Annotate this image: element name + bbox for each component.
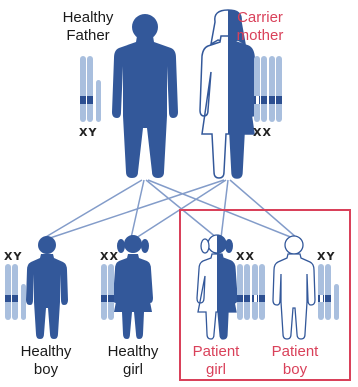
child2-label: Healthy girl <box>101 343 165 379</box>
child3-label: Patient girl <box>184 343 248 379</box>
child1-label-line2: boy <box>14 361 78 379</box>
child2-label-line1: Healthy <box>101 343 165 361</box>
father-chromosome-label: XY <box>79 126 97 139</box>
healthy-girl-figure <box>113 235 153 339</box>
father-label-line1: Healthy <box>50 9 126 27</box>
mother-label-line1: Carrier <box>222 9 298 27</box>
child4-chromosome-label: XY <box>317 250 335 263</box>
mother-label: Carrier mother <box>222 9 298 45</box>
child4-label-line2: boy <box>263 361 327 379</box>
child1-chromosome-label: XY <box>4 250 22 263</box>
child3-label-line2: girl <box>184 361 248 379</box>
child2-chromosome-label: XX <box>100 250 119 263</box>
patient-girl-chromosomes <box>237 264 265 320</box>
mother-label-line2: mother <box>222 27 298 45</box>
child3-chromosome-label: XX <box>236 250 255 263</box>
mother-chromosome-label: XX <box>253 126 272 139</box>
mother-chromosomes <box>254 56 282 122</box>
healthy-girl-chromosomes <box>101 264 114 320</box>
child1-label: Healthy boy <box>14 343 78 379</box>
patient-boy-chromosomes <box>318 264 339 320</box>
child1-label-line1: Healthy <box>14 343 78 361</box>
patient-girl-figure <box>197 235 237 339</box>
healthy-boy-chromosomes <box>5 264 26 320</box>
father-label-line2: Father <box>50 27 126 45</box>
father-label: Healthy Father <box>50 9 126 45</box>
child4-label: Patient boy <box>263 343 327 379</box>
patient-boy-figure <box>273 236 315 339</box>
child2-label-line2: girl <box>101 361 165 379</box>
father-chromosomes <box>80 56 101 122</box>
healthy-boy-figure <box>26 236 68 339</box>
child4-label-line1: Patient <box>263 343 327 361</box>
child3-label-line1: Patient <box>184 343 248 361</box>
